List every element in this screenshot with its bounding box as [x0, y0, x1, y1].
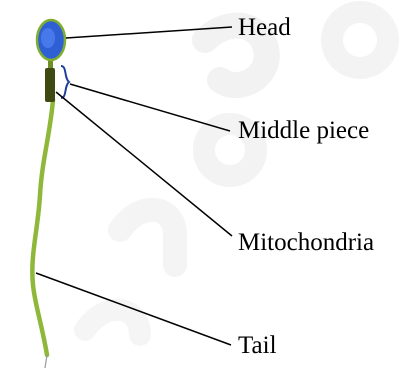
sperm-middle-piece	[45, 68, 55, 102]
watermark	[85, 12, 388, 335]
sperm-tail	[32, 100, 53, 355]
label-middle-piece: Middle piece	[238, 117, 369, 144]
label-mitochondria: Mitochondria	[238, 229, 374, 256]
label-tail: Tail	[238, 332, 277, 359]
label-head: Head	[238, 14, 291, 41]
mitochondria-brace	[61, 66, 69, 98]
sperm-nucleus	[41, 28, 55, 48]
